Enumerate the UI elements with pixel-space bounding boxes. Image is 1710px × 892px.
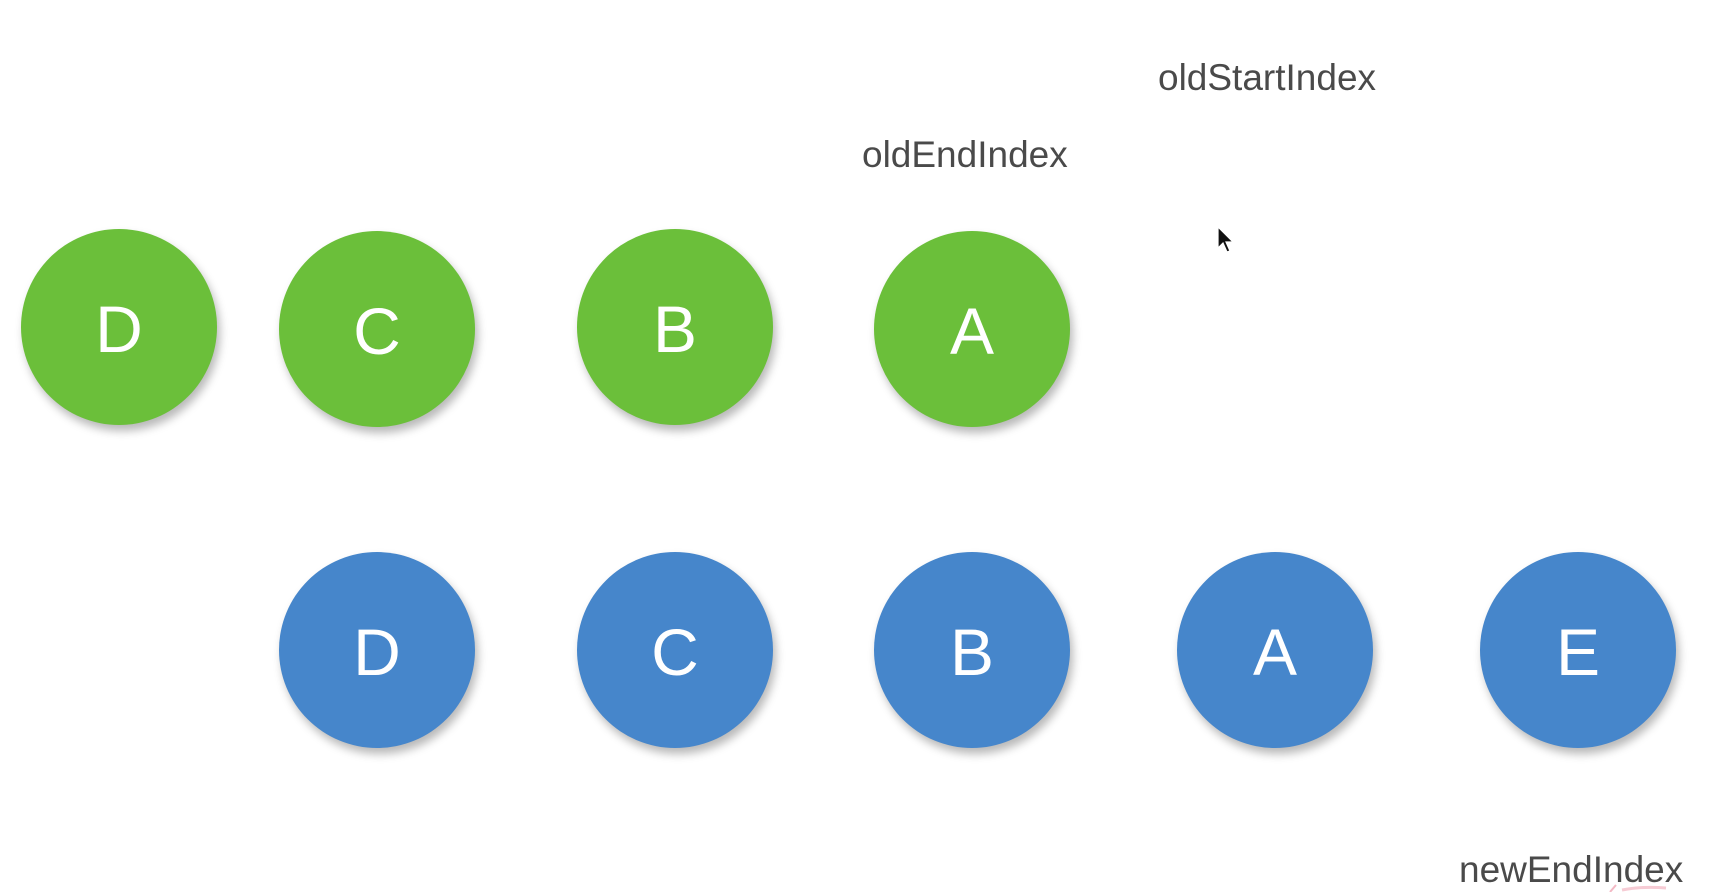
old-end-index-label: oldEndIndex: [862, 134, 1068, 175]
new-node-b: B: [874, 552, 1070, 748]
old-node-d: D: [21, 229, 217, 425]
new-node-d: D: [279, 552, 475, 748]
new-node-e: E: [1480, 552, 1676, 748]
new-node-a: A: [1177, 552, 1373, 748]
mouse-pointer-icon: [1217, 226, 1235, 253]
old-node-b: B: [577, 229, 773, 425]
new-node-label: D: [353, 615, 401, 689]
old-node-label: A: [949, 294, 995, 368]
new-node-label: C: [651, 615, 699, 689]
new-node-label: E: [1555, 615, 1601, 689]
new-node-label: A: [1252, 615, 1298, 689]
old-node-label: C: [353, 294, 401, 368]
old-node-a: A: [874, 231, 1070, 427]
old-start-index-label: oldStartIndex: [1158, 57, 1377, 98]
new-node-label: B: [949, 615, 995, 689]
new-node-c: C: [577, 552, 773, 748]
stray-mark-decoration: [1609, 884, 1667, 892]
old-node-label: B: [652, 292, 698, 366]
old-node-label: D: [95, 292, 143, 366]
new-end-index-label: newEndIndex: [1459, 849, 1684, 890]
old-node-c: C: [279, 231, 475, 427]
